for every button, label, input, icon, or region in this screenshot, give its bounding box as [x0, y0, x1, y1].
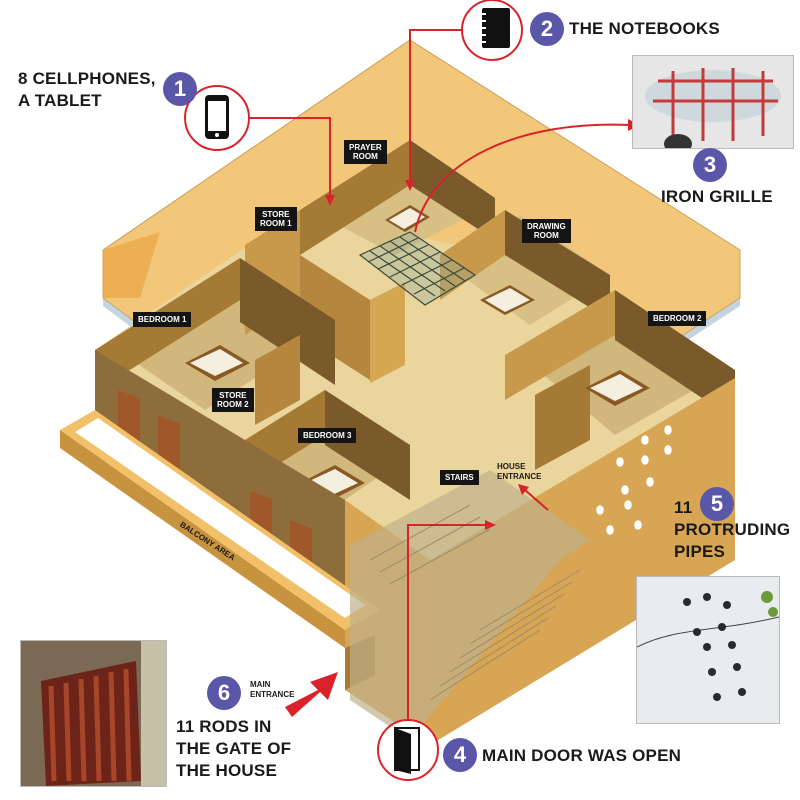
- callout-connectors: [242, 29, 631, 722]
- wall-store2: [255, 335, 300, 425]
- wall-prayer-right: [410, 140, 495, 240]
- stair-steps: [369, 504, 581, 701]
- room-tag-stairs: STAIRS: [440, 470, 479, 485]
- room-tag-bedroom-3: BEDROOM 3: [298, 428, 357, 443]
- grille-photo: [632, 55, 794, 149]
- room-tag-store-2: STORE ROOM 2: [212, 388, 254, 412]
- bed-prayer: [385, 205, 430, 232]
- wall-center-pillar: [370, 282, 405, 383]
- room-tag-drawing: DRAWING ROOM: [522, 219, 571, 243]
- connector-phone: [242, 117, 331, 200]
- roof-corner-accent: [103, 232, 160, 298]
- room-tag-prayer: PRAYER ROOM: [344, 140, 387, 164]
- callout-5-label: 11 PROTRUDING PIPES: [674, 498, 791, 561]
- main-entrance-arrow: [285, 672, 338, 717]
- pipes-photo: [636, 576, 780, 724]
- callout-4-number: 4: [443, 738, 477, 772]
- wall-bedroom2-back: [505, 290, 615, 400]
- connector-notebook: [409, 29, 475, 185]
- wall-store1-mid: [300, 255, 370, 380]
- wall-prayer-left: [300, 140, 410, 255]
- callout-5-number: 5: [700, 487, 734, 521]
- callout-6-label: 11 RODS IN THE GATE OF THE HOUSE: [176, 717, 292, 780]
- callout-1-label: 8 CELLPHONES, A TABLET: [18, 69, 156, 110]
- bed-drawing: [480, 285, 535, 315]
- window-1: [118, 389, 140, 443]
- pipes-photo-art: [637, 591, 779, 701]
- callout-1-number: 1: [163, 72, 197, 106]
- room-tag-store-1: STORE ROOM 1: [255, 207, 297, 231]
- connector-door: [407, 524, 490, 722]
- callout-2-number: 2: [530, 12, 564, 46]
- balcony-wall-front: [60, 430, 345, 648]
- notebook-icon: [478, 8, 510, 48]
- main-entrance-label: MAIN ENTRANCE: [250, 680, 295, 699]
- callout-2-label: THE NOTEBOOKS: [569, 19, 720, 38]
- bed-bedroom1: [185, 345, 250, 381]
- gate-photo: [20, 640, 167, 787]
- house-entrance-label: HOUSE ENTRANCE: [497, 462, 542, 481]
- phone-icon: [205, 95, 229, 139]
- wall-entrance-block: [535, 365, 590, 470]
- room-tag-bedroom-1: BEDROOM 1: [133, 312, 192, 327]
- gate-photo-art: [21, 641, 166, 786]
- arrow-notebook-head: [405, 180, 415, 191]
- room-tag-bedroom-2: BEDROOM 2: [648, 311, 707, 326]
- arrow-phone-head: [325, 195, 335, 206]
- grille-photo-art: [645, 68, 781, 148]
- callout-6-number: 6: [207, 676, 241, 710]
- balcony-floor: [75, 418, 365, 618]
- iron-grille-drawing: [358, 231, 477, 306]
- callout-4-label: MAIN DOOR WAS OPEN: [482, 746, 682, 765]
- callout-3-number: 3: [693, 148, 727, 182]
- door-icon: [394, 727, 420, 774]
- arrow-house-entrance-head: [518, 484, 529, 495]
- pipe-holes: [595, 424, 673, 536]
- wall-bedroom1-right: [240, 258, 335, 385]
- bed-bedroom2: [585, 370, 650, 406]
- connector-grille: [414, 123, 631, 233]
- wall-drawing-left: [440, 210, 505, 300]
- wall-bedroom2-right: [615, 290, 735, 420]
- wall-bedroom3-right: [325, 390, 410, 500]
- connector-house-entrance: [524, 489, 549, 511]
- arrow-door-head: [485, 520, 496, 530]
- callout-3-label: IRON GRILLE: [661, 187, 773, 206]
